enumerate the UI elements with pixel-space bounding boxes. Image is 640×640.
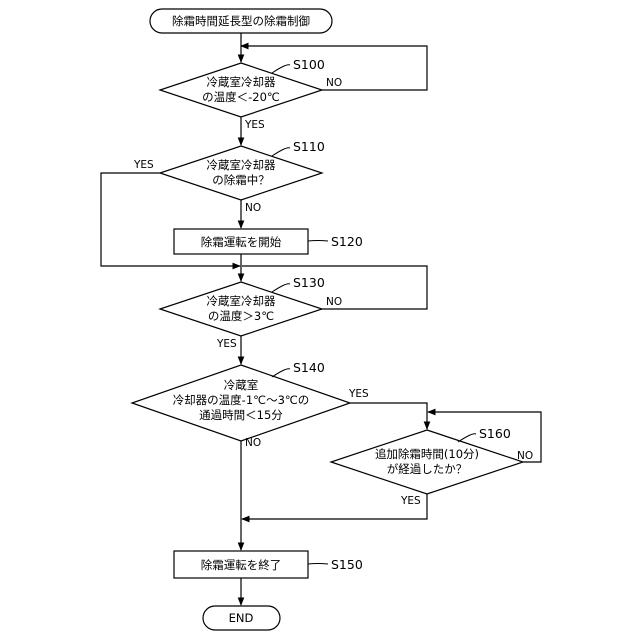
s100-leader (272, 65, 290, 73)
s130-leader (272, 284, 290, 292)
s160-leader (458, 434, 476, 442)
s100-line2: の温度＜-20℃ (202, 90, 280, 104)
s110-yes-label: YES (133, 159, 154, 171)
s100-ref: S100 (293, 57, 325, 72)
s120-label: 除霜運転を開始 (201, 235, 282, 249)
s160-line1: 追加除霜時間(10分) (375, 447, 479, 461)
s140-line2: 冷却器の温度-1℃～3℃の (173, 393, 310, 407)
s110-line2: の除霜中？ (212, 173, 270, 187)
s110-no-label: NO (245, 202, 261, 214)
start-label: 除霜時間延長型の除霜制御 (172, 14, 310, 28)
s130-yes-label: YES (216, 338, 237, 350)
s160-ref: S160 (479, 426, 511, 441)
s110-line1: 冷蔵室冷却器 (207, 158, 276, 172)
connector-s160-yes-merge (242, 494, 427, 519)
s130-line2: の温度＞3℃ (208, 309, 274, 323)
s130-ref: S130 (293, 275, 325, 290)
s140-leader (272, 369, 290, 377)
s130-no-label: NO (326, 296, 342, 308)
s160-line2: が経過したか？ (387, 462, 468, 476)
end-label: END (229, 611, 254, 625)
s140-no-label: NO (245, 437, 261, 449)
s140-line3: 通過時間＜15分 (199, 408, 283, 422)
s130-line1: 冷蔵室冷却器 (207, 294, 276, 308)
s120-ref: S120 (331, 234, 363, 249)
s100-no-label: NO (326, 77, 342, 89)
s110-leader (272, 148, 290, 156)
s140-line1: 冷蔵室 (224, 378, 259, 392)
connector-s140-s160 (350, 403, 427, 429)
s100-line1: 冷蔵室冷却器 (207, 75, 276, 89)
s120-leader (308, 241, 328, 242)
s140-ref: S140 (293, 360, 325, 375)
s110-ref: S110 (293, 139, 325, 154)
s150-label: 除霜運転を終了 (201, 558, 282, 572)
s100-yes-label: YES (244, 119, 265, 131)
s160-no-label: NO (517, 450, 533, 462)
s140-yes-label: YES (348, 388, 369, 400)
s160-yes-label: YES (400, 495, 421, 507)
s150-ref: S150 (331, 557, 363, 572)
s150-leader (308, 564, 328, 565)
